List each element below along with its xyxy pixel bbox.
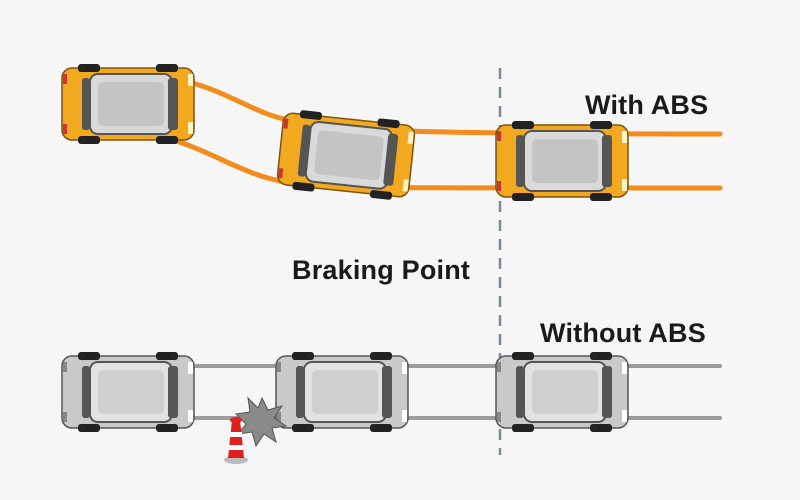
traffic-cone-icon	[224, 417, 248, 464]
with-abs-label: With ABS	[585, 90, 709, 120]
no-abs-car-2	[275, 351, 409, 433]
impact-burst-icon	[234, 396, 288, 448]
abs-car-2	[275, 107, 417, 203]
abs-car-1	[61, 63, 195, 145]
no-abs-car-1	[61, 351, 195, 433]
braking-point-label: Braking Point	[292, 255, 471, 285]
no-abs-car-3	[495, 351, 629, 433]
without-abs-label: Without ABS	[540, 318, 706, 348]
abs-car-3	[495, 120, 629, 202]
